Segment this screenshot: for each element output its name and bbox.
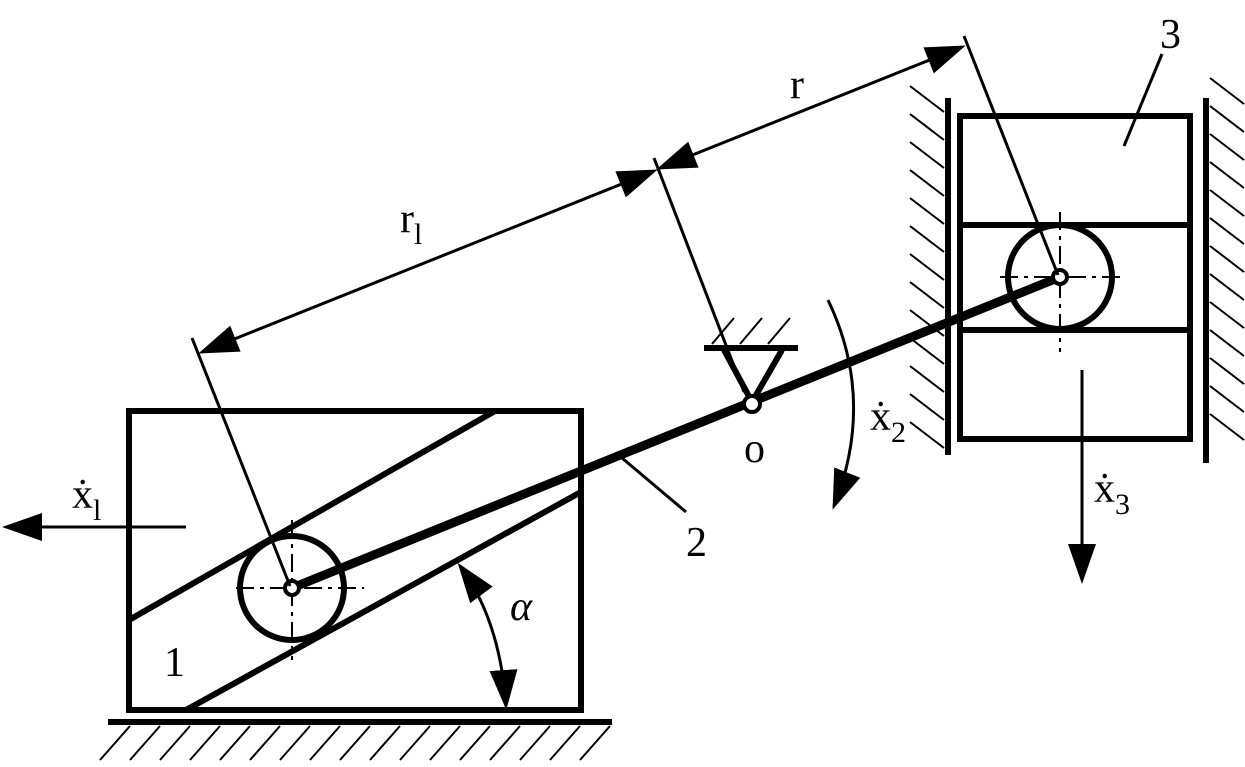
r1-dimension-arrow	[198, 169, 658, 354]
label-r: r	[790, 62, 804, 108]
ground-bottom	[99, 719, 612, 761]
label-pivot-o: o	[744, 426, 765, 472]
wall-left	[909, 85, 951, 455]
alpha-angle-arc	[457, 562, 518, 710]
label-x1: ẋl	[72, 472, 101, 527]
label-body-3: 3	[1160, 12, 1181, 58]
dimension-extension-lines	[190, 35, 1060, 587]
label-body-1: 1	[164, 640, 185, 686]
body-1	[126, 408, 584, 713]
label-link-2: 2	[686, 520, 707, 566]
link-2	[290, 272, 1062, 593]
pin-joints	[283, 268, 1069, 597]
dimension-arrows	[198, 45, 966, 354]
label-x3: ẋ3	[1094, 466, 1130, 521]
r-dimension-arrow	[656, 45, 966, 170]
leader-lines	[621, 53, 1164, 514]
label-x2: ẋ2	[870, 394, 906, 449]
rotation-arrow-x2	[826, 299, 861, 510]
label-alpha: α	[510, 584, 533, 630]
wall-right	[1203, 77, 1245, 463]
label-r1: rl	[400, 196, 422, 251]
